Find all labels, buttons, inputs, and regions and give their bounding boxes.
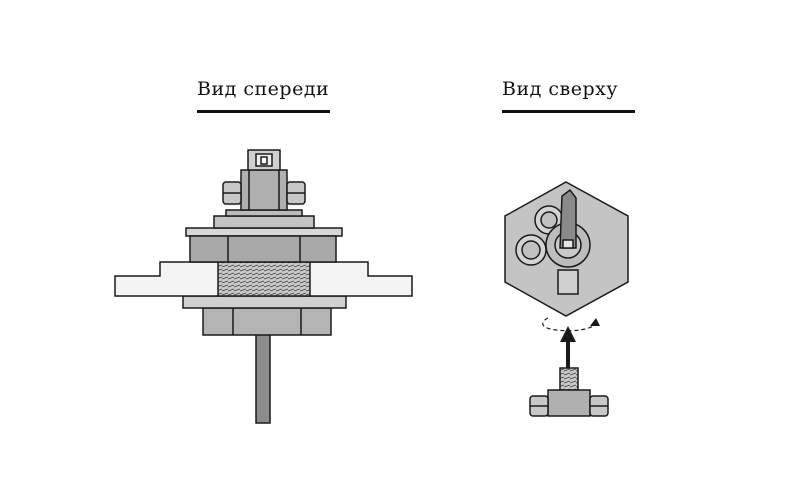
top-view-caption: Вид сверху: [502, 78, 619, 100]
valve-body: [240, 169, 288, 211]
front-view-drawing: [114, 149, 413, 424]
rotation-arrow-icon: [542, 317, 597, 332]
outlet-square: [557, 269, 579, 295]
tee-body: [547, 389, 591, 417]
front-view-caption: Вид спереди: [197, 78, 330, 100]
tee-threaded-stub: [559, 367, 579, 391]
front-view-underline: [197, 110, 330, 113]
collar: [213, 215, 315, 229]
mounting-panel: [114, 261, 221, 297]
upper-washer: [185, 227, 343, 237]
top-view-drawing: [504, 181, 629, 417]
lower-washer: [182, 295, 347, 309]
upper-nut: [189, 235, 337, 263]
fitting-stem: [255, 332, 271, 424]
threaded-body: [217, 261, 311, 297]
lower-nut: [202, 307, 332, 336]
top-view-underline: [502, 110, 635, 113]
